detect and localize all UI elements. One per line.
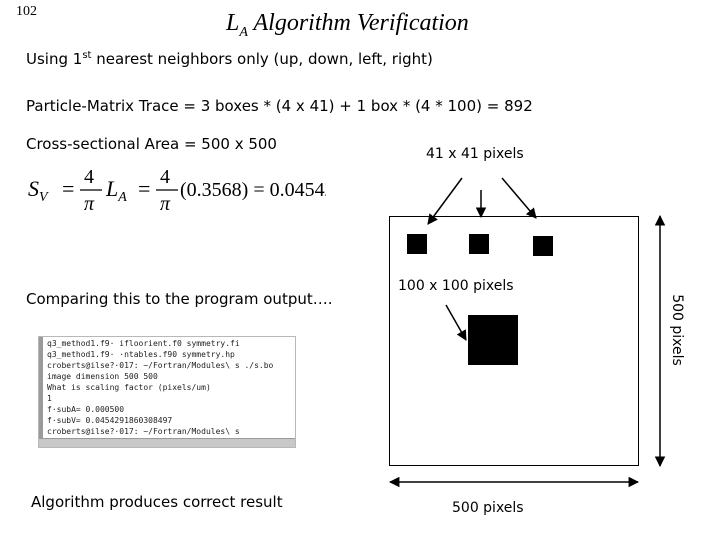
title-rest: Algorithm Verification [247, 10, 469, 36]
terminal-line: croberts@ilse?·017: ~/Fortran/Modules\ s… [47, 361, 274, 370]
algorithm-result-text: Algorithm produces correct result [31, 493, 283, 511]
small-box-1 [407, 234, 427, 254]
small-box-2 [469, 234, 489, 254]
slide-title: LA Algorithm Verification [226, 10, 469, 41]
sv-formula: SV = 4 π LA = 4 π (0.3568) = 0.045429 [28, 166, 326, 215]
neighbors-line-post: nearest neighbors only (up, down, left, … [91, 50, 433, 68]
formula-den2: π [160, 193, 171, 215]
formula-value: (0.3568) = 0.045429 [180, 179, 326, 201]
page-number: 102 [16, 4, 37, 19]
terminal-status-bar [39, 438, 295, 447]
terminal-line: croberts@ilse?·017: ~/Fortran/Modules\ s [47, 427, 240, 436]
domain-frame: 100 x 100 pixels [389, 216, 639, 466]
arrow-to-box-1 [427, 177, 463, 225]
large-box [468, 315, 518, 365]
label-100-pixels: 100 x 100 pixels [398, 278, 514, 294]
terminal-line: What is scaling factor (pixels/um) [47, 383, 211, 392]
small-box-3 [533, 236, 553, 256]
trace-line: Particle-Matrix Trace = 3 boxes * (4 x 4… [26, 97, 533, 115]
title-sub: A [239, 24, 248, 40]
terminal-side-strip [39, 337, 43, 447]
formula-num1: 4 [84, 166, 94, 188]
terminal-line: 1 [47, 394, 52, 403]
formula-sv: SV [28, 176, 49, 205]
terminal-line: q3_method1.f9· ·ntables.f90 symmetry.hp [47, 350, 235, 359]
label-41-pixels: 41 x 41 pixels [426, 146, 524, 162]
terminal-line: f·subV= 0.0454291860308497 [47, 416, 173, 425]
formula-la: LA [105, 176, 127, 205]
program-output-screenshot: q3_method1.f9· ifloorient.f0 symmetry.fi… [38, 336, 296, 448]
neighbors-line-sup: st [82, 50, 92, 61]
formula-den1: π [84, 193, 95, 215]
arrow-to-large-box [445, 304, 467, 341]
terminal-line: q3_method1.f9· ifloorient.f0 symmetry.fi [47, 339, 240, 348]
neighbors-line-pre: Using 1 [26, 50, 83, 68]
comparing-text: Comparing this to the program output…. [26, 290, 333, 308]
arrow-to-box-3 [501, 177, 537, 219]
formula-eq2: = [138, 176, 150, 201]
neighbors-line: Using 1st nearest neighbors only (up, do… [26, 50, 433, 68]
area-line: Cross-sectional Area = 500 x 500 [26, 135, 277, 153]
label-500-horizontal: 500 pixels [452, 500, 524, 516]
terminal-line: image dimension 500 500 [47, 372, 158, 381]
formula-eq1: = [62, 176, 74, 201]
label-500-vertical: 500 pixels [669, 294, 685, 366]
title-main: L [226, 10, 240, 36]
terminal-line: f·subA= 0.000500 [47, 405, 125, 414]
formula-num2: 4 [160, 166, 170, 188]
label-500-vertical-wrap: 500 pixels [657, 294, 697, 366]
